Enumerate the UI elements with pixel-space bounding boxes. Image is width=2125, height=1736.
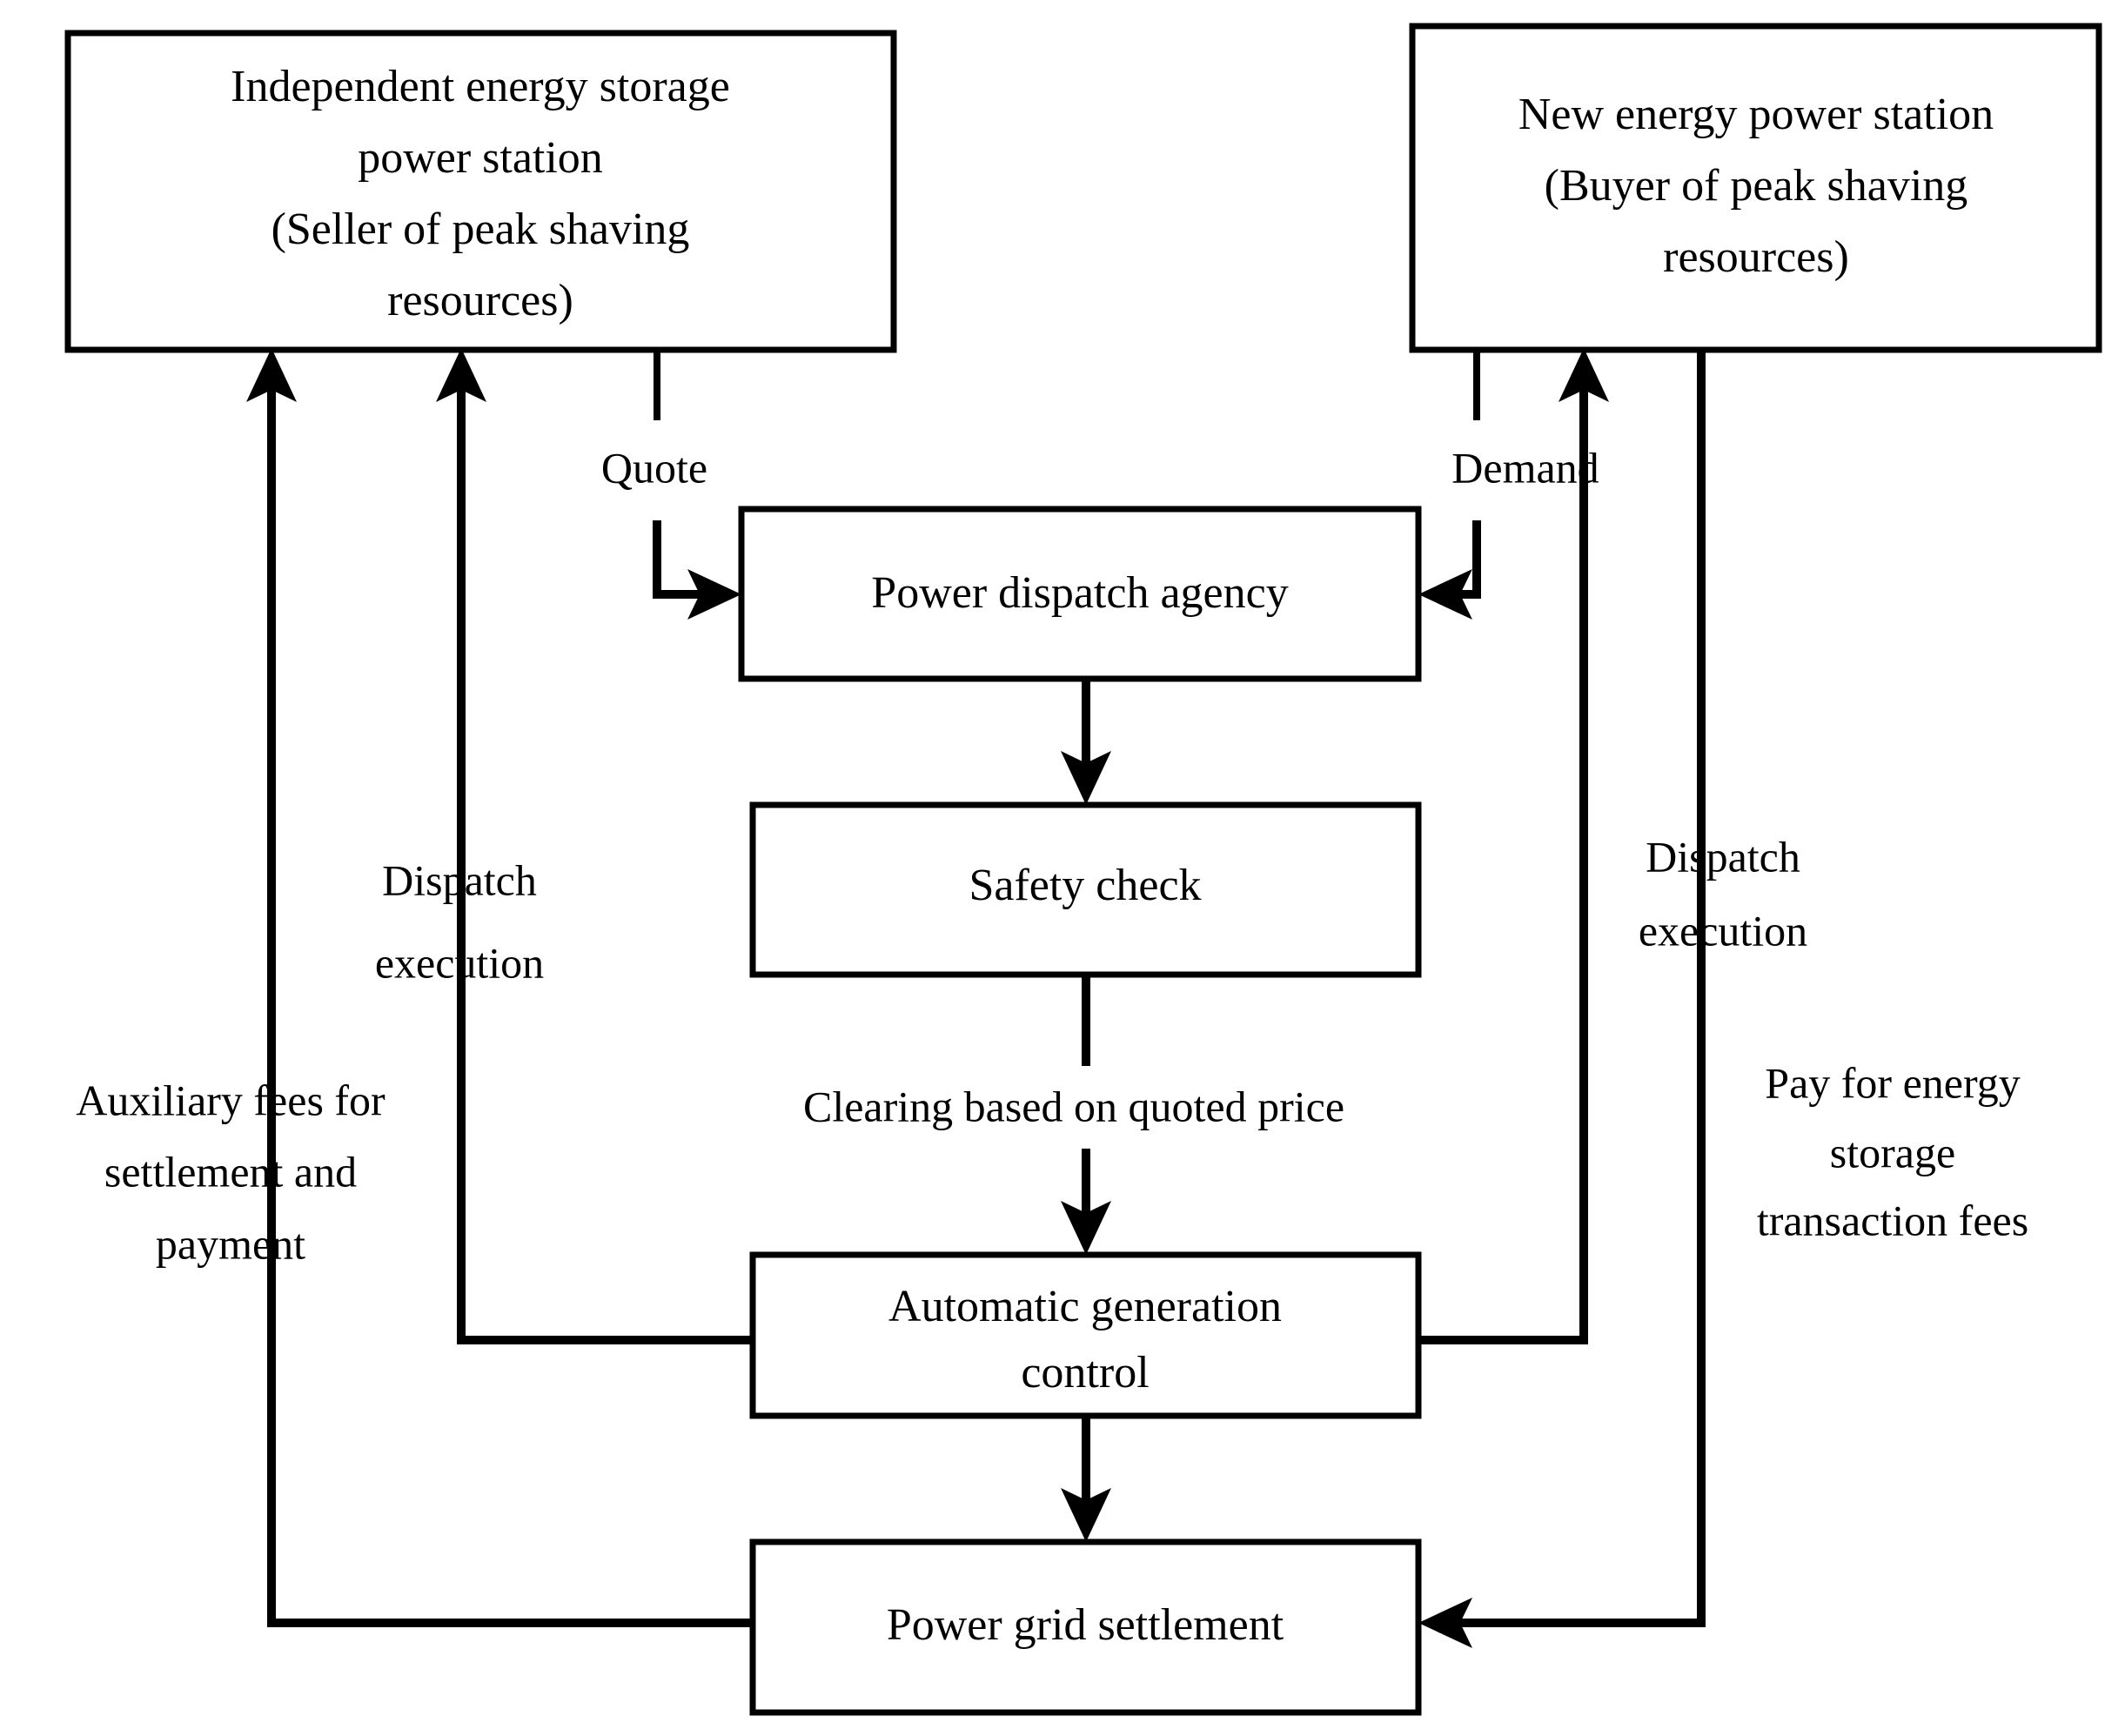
node-label-line: resources) (387, 276, 573, 325)
edge-label-text: Pay for energy (1765, 1058, 2020, 1107)
node-label-line: Safety check (969, 861, 1201, 910)
edge-label-text: Auxiliary fees for (76, 1076, 385, 1124)
edge-pay-for-storage (1418, 350, 1706, 1648)
edge-demand (1418, 350, 1481, 620)
edge-dispatch-execution-left (436, 348, 753, 1344)
edge-label-text: execution (1639, 906, 1807, 955)
edge-auxiliary-fees (246, 348, 753, 1627)
edge-label-text: settlement and (104, 1147, 357, 1196)
edge-label-dispatch-execution-right: Dispatch execution (1639, 832, 1807, 955)
edge-agc-to-settlement (1061, 1416, 1111, 1542)
edge-safety-check-to-agc (1061, 975, 1111, 1255)
node-label-line: control (1021, 1348, 1149, 1398)
edge-label-pay-for-storage: Pay for energy storage transaction fees (1757, 1058, 2028, 1244)
node-power-dispatch-agency[interactable]: Power dispatch agency (738, 506, 1422, 682)
node-label-line: (Buyer of peak shaving (1545, 161, 1968, 211)
node-label-line: New energy power station (1518, 90, 1994, 139)
node-safety-check[interactable]: Safety check (749, 801, 1422, 978)
node-label-line: Independent energy storage (231, 62, 730, 111)
edge-label-demand: Demand (1451, 443, 1599, 492)
node-automatic-generation-control[interactable]: Automatic generation control (749, 1251, 1422, 1419)
node-label-line: Automatic generation (888, 1282, 1282, 1331)
edge-label-auxiliary-fees: Auxiliary fees for settlement and paymen… (76, 1076, 385, 1268)
edge-label-text: payment (156, 1219, 305, 1268)
node-label-line: (Seller of peak shaving (271, 204, 690, 254)
node-new-energy-power-station[interactable]: New energy power station (Buyer of peak … (1409, 23, 2102, 353)
edge-label-text: Clearing based on quoted price (803, 1082, 1344, 1130)
edge-label-dispatch-execution-left: Dispatch execution (375, 855, 544, 987)
node-independent-energy-storage-power-station[interactable]: Independent energy storage power station… (64, 30, 897, 353)
edge-label-text: transaction fees (1757, 1196, 2028, 1244)
edge-label-text: storage (1830, 1128, 1955, 1176)
edge-label-text: Quote (601, 443, 707, 492)
edge-quote (653, 350, 741, 620)
edge-label-text: Demand (1451, 443, 1599, 492)
node-label-line: Power dispatch agency (871, 568, 1288, 618)
edge-agency-to-safety-check (1061, 679, 1111, 805)
edge-dispatch-execution-right (1418, 348, 1609, 1344)
edge-label-clearing: Clearing based on quoted price (803, 1082, 1344, 1130)
node-label-line: Power grid settlement (887, 1600, 1284, 1650)
edge-label-text: Dispatch (1646, 832, 1800, 881)
node-label-line: resources) (1663, 232, 1849, 282)
edge-label-text: execution (375, 938, 544, 987)
node-label-line: power station (358, 133, 603, 183)
edge-label-quote: Quote (601, 443, 707, 492)
node-power-grid-settlement[interactable]: Power grid settlement (749, 1538, 1422, 1716)
edge-label-text: Dispatch (382, 855, 537, 904)
